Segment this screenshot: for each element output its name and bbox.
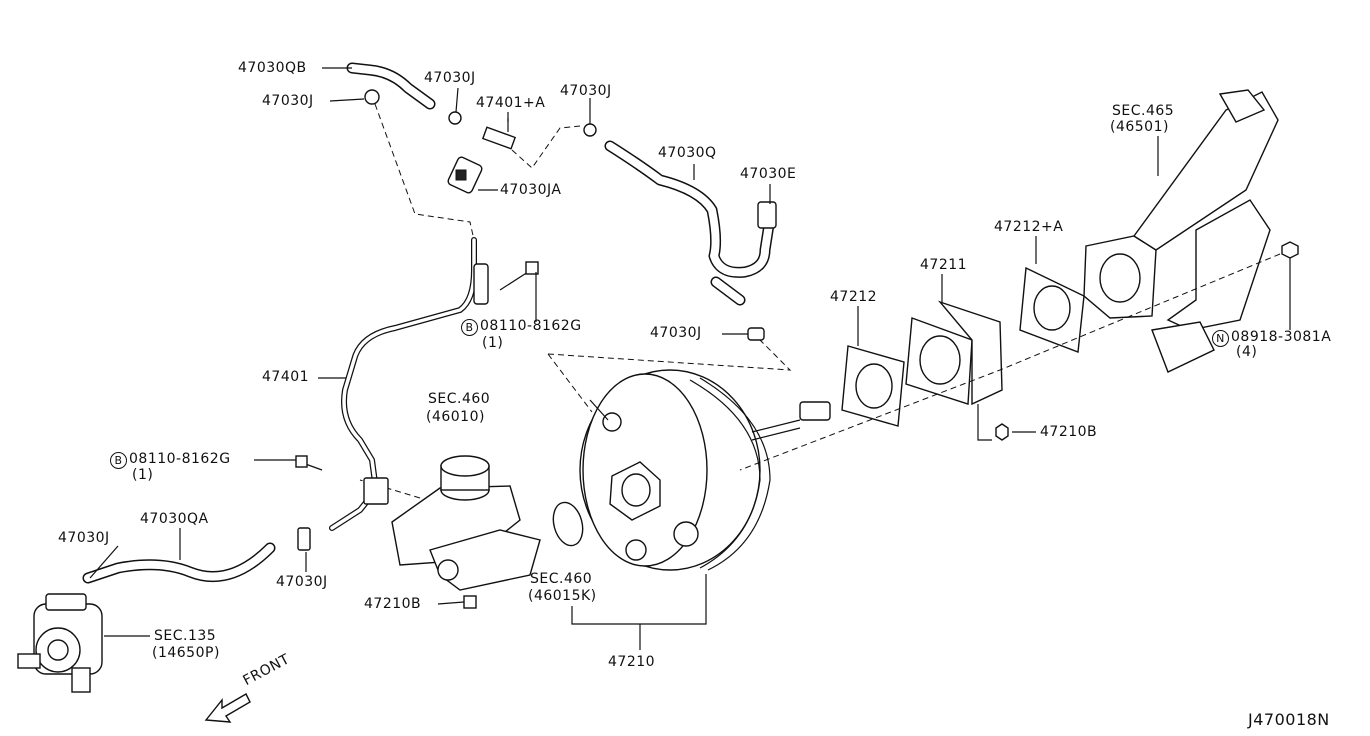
label-sec465: SEC.465 <box>1112 103 1175 119</box>
label-47212a: 47212+A <box>994 219 1064 235</box>
label-47030q: 47030Q <box>658 145 717 161</box>
label-47211: 47211 <box>920 257 968 273</box>
label-sec460-code: (46010) <box>426 409 485 425</box>
label-sec135-code: (14650P) <box>152 645 220 661</box>
o-ring-sec460 <box>552 501 584 547</box>
label-47030e: 47030E <box>740 166 797 182</box>
label-sec135: SEC.135 <box>154 628 217 644</box>
bolt-08110-upper <box>499 261 539 291</box>
label-bolt-lower-qty: (1) <box>132 467 154 483</box>
label-47212: 47212 <box>830 289 878 305</box>
label-47210: 47210 <box>608 654 656 670</box>
label-sec460k: SEC.460 <box>530 571 593 587</box>
nut-47210b-upper <box>977 404 1009 441</box>
label-47030j-c: 47030J <box>560 83 612 99</box>
diagram-code: J470018N <box>1248 710 1330 729</box>
label-47210b-a: 47210B <box>1040 424 1098 440</box>
master-cylinder-sec460 <box>391 455 541 609</box>
label-sec460: SEC.460 <box>428 391 491 407</box>
leader-lines <box>89 67 1159 650</box>
label-47030j-b: 47030J <box>424 70 476 86</box>
check-valve-47401a <box>481 118 517 150</box>
label-bolt-upper-qty: (1) <box>482 335 504 351</box>
clamp-47030j-booster <box>747 327 765 341</box>
pedal-bracket-sec465 <box>1083 89 1279 373</box>
label-47030j-f: 47030J <box>276 574 328 590</box>
bolt-08110-lower <box>295 455 323 471</box>
label-sec460k-code: (46015K) <box>528 588 597 604</box>
hose-47030qb <box>346 62 436 110</box>
label-47030j-e: 47030J <box>58 530 110 546</box>
bolt-symbol-icon: B <box>461 319 478 336</box>
label-47030j-a: 47030J <box>262 93 314 109</box>
bolt-symbol-icon: B <box>110 452 127 469</box>
label-nut-qty: (4) <box>1236 344 1258 360</box>
label-47401: 47401 <box>262 369 310 385</box>
label-47030ja: 47030JA <box>500 182 562 198</box>
gasket-47212 <box>841 345 905 427</box>
label-47210b-b: 47210B <box>364 596 422 612</box>
spacer-47211 <box>905 300 1003 406</box>
clamp-47030j-upper <box>364 89 597 137</box>
front-arrow-icon <box>204 693 251 723</box>
vacuum-pump-sec135 <box>17 593 103 693</box>
brake-booster-47210 <box>579 369 831 571</box>
connector-47030e <box>757 201 777 229</box>
vacuum-pipe-47401 <box>329 237 489 531</box>
label-sec465-code: (46501) <box>1110 119 1169 135</box>
hose-47030qa <box>82 527 311 584</box>
label-47030j-d: 47030J <box>650 325 702 341</box>
label-47401a: 47401+A <box>476 95 546 111</box>
label-47030qa: 47030QA <box>140 511 209 527</box>
gasket-47212a <box>1019 266 1085 353</box>
connector-47030ja <box>447 156 483 194</box>
nut-08918 <box>1281 241 1299 330</box>
nut-symbol-icon: N <box>1212 330 1229 347</box>
label-47030qb: 47030QB <box>238 60 307 76</box>
hose-47030q <box>604 140 776 306</box>
